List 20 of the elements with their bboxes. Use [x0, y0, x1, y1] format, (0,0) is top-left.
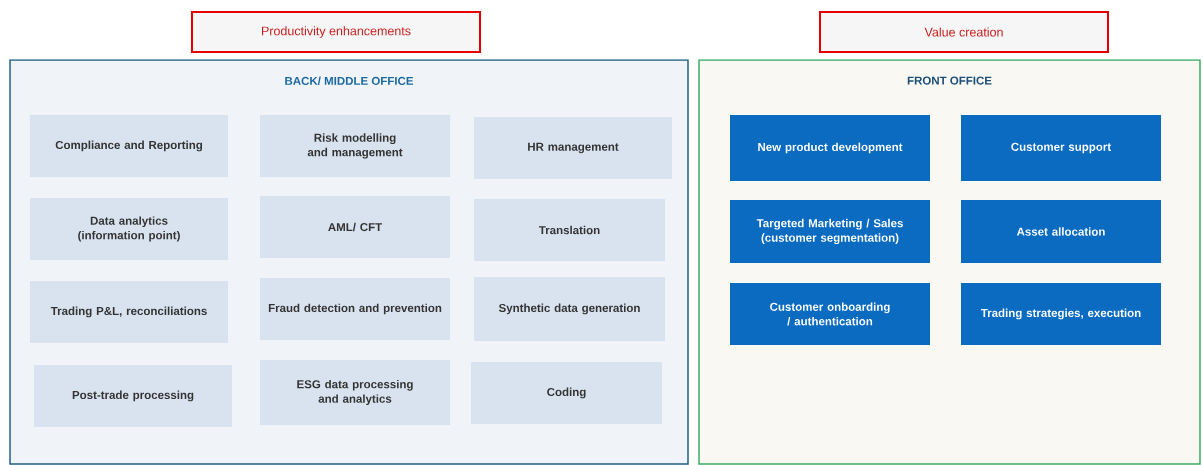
- category-box: Coding: [471, 362, 662, 424]
- category-box: Trading P&L, reconciliations: [30, 281, 228, 343]
- category-box: Targeted Marketing / Sales (customer segmentation): [730, 200, 930, 263]
- category-box: ESG data processing and analytics: [260, 360, 450, 425]
- heading-box: Productivity enhancements: [191, 11, 481, 53]
- category-box: New product development: [730, 115, 930, 181]
- category-box: Risk modelling and management: [260, 115, 450, 177]
- category-box: Post-trade processing: [34, 365, 232, 427]
- category-box: Customer support: [961, 115, 1161, 181]
- category-box: Asset allocation: [961, 200, 1161, 263]
- category-box: Fraud detection and prevention: [260, 278, 450, 340]
- category-box: Customer onboarding / authentication: [730, 283, 930, 345]
- heading-box: Value creation: [819, 11, 1109, 53]
- category-box: Compliance and Reporting: [30, 115, 228, 177]
- category-box: Translation: [474, 199, 665, 261]
- category-box: HR management: [474, 117, 672, 179]
- category-box: Trading strategies, execution: [961, 283, 1161, 345]
- category-box: Synthetic data generation: [474, 277, 665, 341]
- category-box: Data analytics (information point): [30, 198, 228, 260]
- category-box: AML/ CFT: [260, 196, 450, 258]
